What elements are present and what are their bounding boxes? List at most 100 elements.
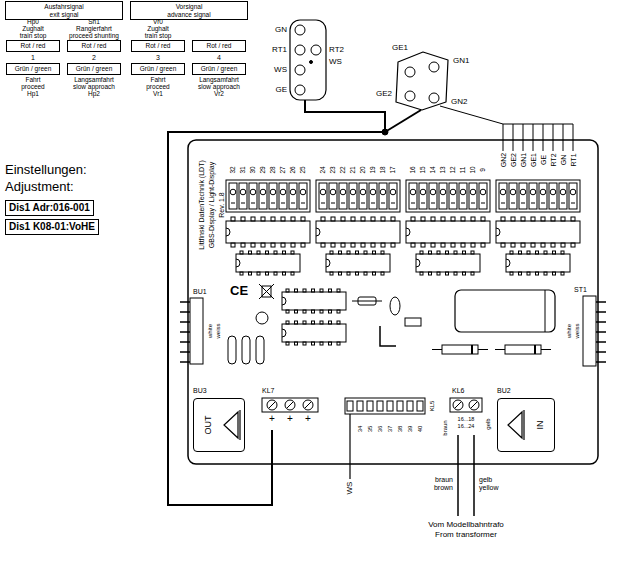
part-name: white bbox=[207, 324, 213, 338]
pin-number: 31 bbox=[240, 166, 247, 173]
chip-pin bbox=[510, 251, 513, 254]
chip-pin bbox=[320, 310, 323, 313]
terminal-screw bbox=[420, 189, 426, 195]
wire-name: WS bbox=[346, 482, 354, 495]
pin-number: 38 bbox=[397, 426, 403, 433]
table-text: Sh1 bbox=[88, 19, 100, 26]
node-text: Grün / green bbox=[9, 65, 57, 73]
terminal-screw bbox=[267, 400, 277, 410]
chip-pin bbox=[329, 321, 332, 324]
screw-terminal bbox=[469, 183, 477, 209]
table-text: Zughalt bbox=[22, 26, 44, 33]
connector-pin bbox=[596, 321, 606, 323]
chip-pin bbox=[303, 289, 306, 292]
capacitor-band bbox=[545, 290, 546, 332]
signal-wire bbox=[523, 124, 524, 151]
screw-terminal bbox=[549, 183, 557, 209]
strip-pin bbox=[377, 401, 383, 411]
node-text: IN bbox=[536, 421, 545, 430]
diode-band bbox=[471, 345, 473, 354]
screw-terminal bbox=[419, 183, 427, 209]
screw-terminal bbox=[339, 183, 347, 209]
pin-signal-name: GE2 bbox=[510, 153, 517, 167]
board-imprint: Rev. 1.8 bbox=[218, 192, 225, 218]
terminal-mark bbox=[271, 203, 275, 204]
chip-pin bbox=[312, 289, 315, 292]
node-text: Grün / green bbox=[134, 65, 182, 73]
screw-terminal bbox=[459, 183, 467, 209]
diode-symbol bbox=[505, 345, 541, 354]
pin-number: 18 bbox=[380, 166, 387, 173]
chip-pin bbox=[571, 217, 575, 221]
pin-number: 24 bbox=[320, 166, 327, 173]
chip-pin bbox=[429, 251, 432, 254]
chip-pin bbox=[312, 310, 315, 313]
diode-band bbox=[534, 345, 536, 354]
terminal-screw bbox=[360, 189, 366, 195]
strip-pin bbox=[357, 401, 363, 411]
terminal-screw bbox=[430, 189, 436, 195]
chip-pin bbox=[337, 342, 340, 345]
chip-pin bbox=[341, 243, 345, 247]
chip-notch bbox=[316, 228, 320, 236]
signal-wire bbox=[513, 124, 514, 151]
chip-pin bbox=[361, 243, 365, 247]
chip-pin bbox=[281, 217, 285, 221]
strip-pin bbox=[367, 401, 373, 411]
chip-pin bbox=[521, 243, 525, 247]
pin-number: 21 bbox=[350, 166, 357, 173]
chip-notch bbox=[282, 297, 286, 305]
screw-terminal bbox=[259, 183, 267, 209]
pin-number: 39 bbox=[407, 426, 413, 433]
chip-pin bbox=[266, 251, 269, 254]
pin-signal-name: RT1 bbox=[570, 153, 577, 166]
lamp-name: GE2 bbox=[376, 90, 392, 98]
pin-number: 40 bbox=[417, 426, 423, 433]
voltage-note: 16...18 bbox=[458, 417, 475, 423]
settings-heading: Adjustment: bbox=[5, 180, 74, 193]
diode-lead bbox=[541, 349, 551, 350]
part-name: white bbox=[566, 324, 572, 338]
chip-pin bbox=[454, 251, 457, 254]
chip-pin bbox=[446, 272, 449, 275]
terminal-screw bbox=[460, 189, 466, 195]
pin-number: 20 bbox=[360, 166, 367, 173]
chip-pin bbox=[561, 251, 564, 254]
terminal-screw bbox=[440, 189, 446, 195]
terminal-mark bbox=[441, 203, 445, 204]
node-text: Rot / red bbox=[9, 42, 57, 50]
chip-pin bbox=[339, 251, 342, 254]
resistor-array bbox=[406, 221, 490, 243]
chip-pin bbox=[295, 310, 298, 313]
chip-pin bbox=[251, 217, 255, 221]
terminal-screw bbox=[380, 189, 386, 195]
pin-number: 37 bbox=[387, 426, 393, 433]
node-text: Rot / red bbox=[195, 42, 243, 50]
chip-pin bbox=[271, 243, 275, 247]
terminal-block bbox=[496, 180, 580, 212]
chip-notch bbox=[416, 259, 420, 267]
terminal-screw bbox=[469, 400, 479, 410]
lamp-name: RT1 bbox=[272, 46, 287, 54]
chip-notch bbox=[506, 259, 510, 267]
pin-number: 26 bbox=[290, 166, 297, 173]
electrolytic-capacitor bbox=[455, 290, 555, 332]
chip-pin bbox=[381, 217, 385, 221]
table-text: train stop bbox=[145, 33, 172, 40]
pin-number: 19 bbox=[370, 166, 377, 173]
screw-terminal bbox=[359, 183, 367, 209]
strip-pin bbox=[387, 401, 393, 411]
lamp-name: WS bbox=[329, 58, 342, 66]
chip-pin bbox=[561, 272, 564, 275]
chip-pin bbox=[274, 272, 277, 275]
chip-pin bbox=[321, 217, 325, 221]
board-imprint: Littfinski DatenTechnik (LDT) bbox=[198, 160, 205, 249]
terminal-screw bbox=[250, 189, 256, 195]
chip-pin bbox=[231, 217, 235, 221]
terminal-screw bbox=[340, 189, 346, 195]
connector-pin bbox=[596, 351, 606, 353]
wire-color: yellow bbox=[479, 484, 498, 491]
chip-pin bbox=[356, 251, 359, 254]
chip-pin bbox=[501, 217, 505, 221]
chip-pin bbox=[481, 217, 485, 221]
